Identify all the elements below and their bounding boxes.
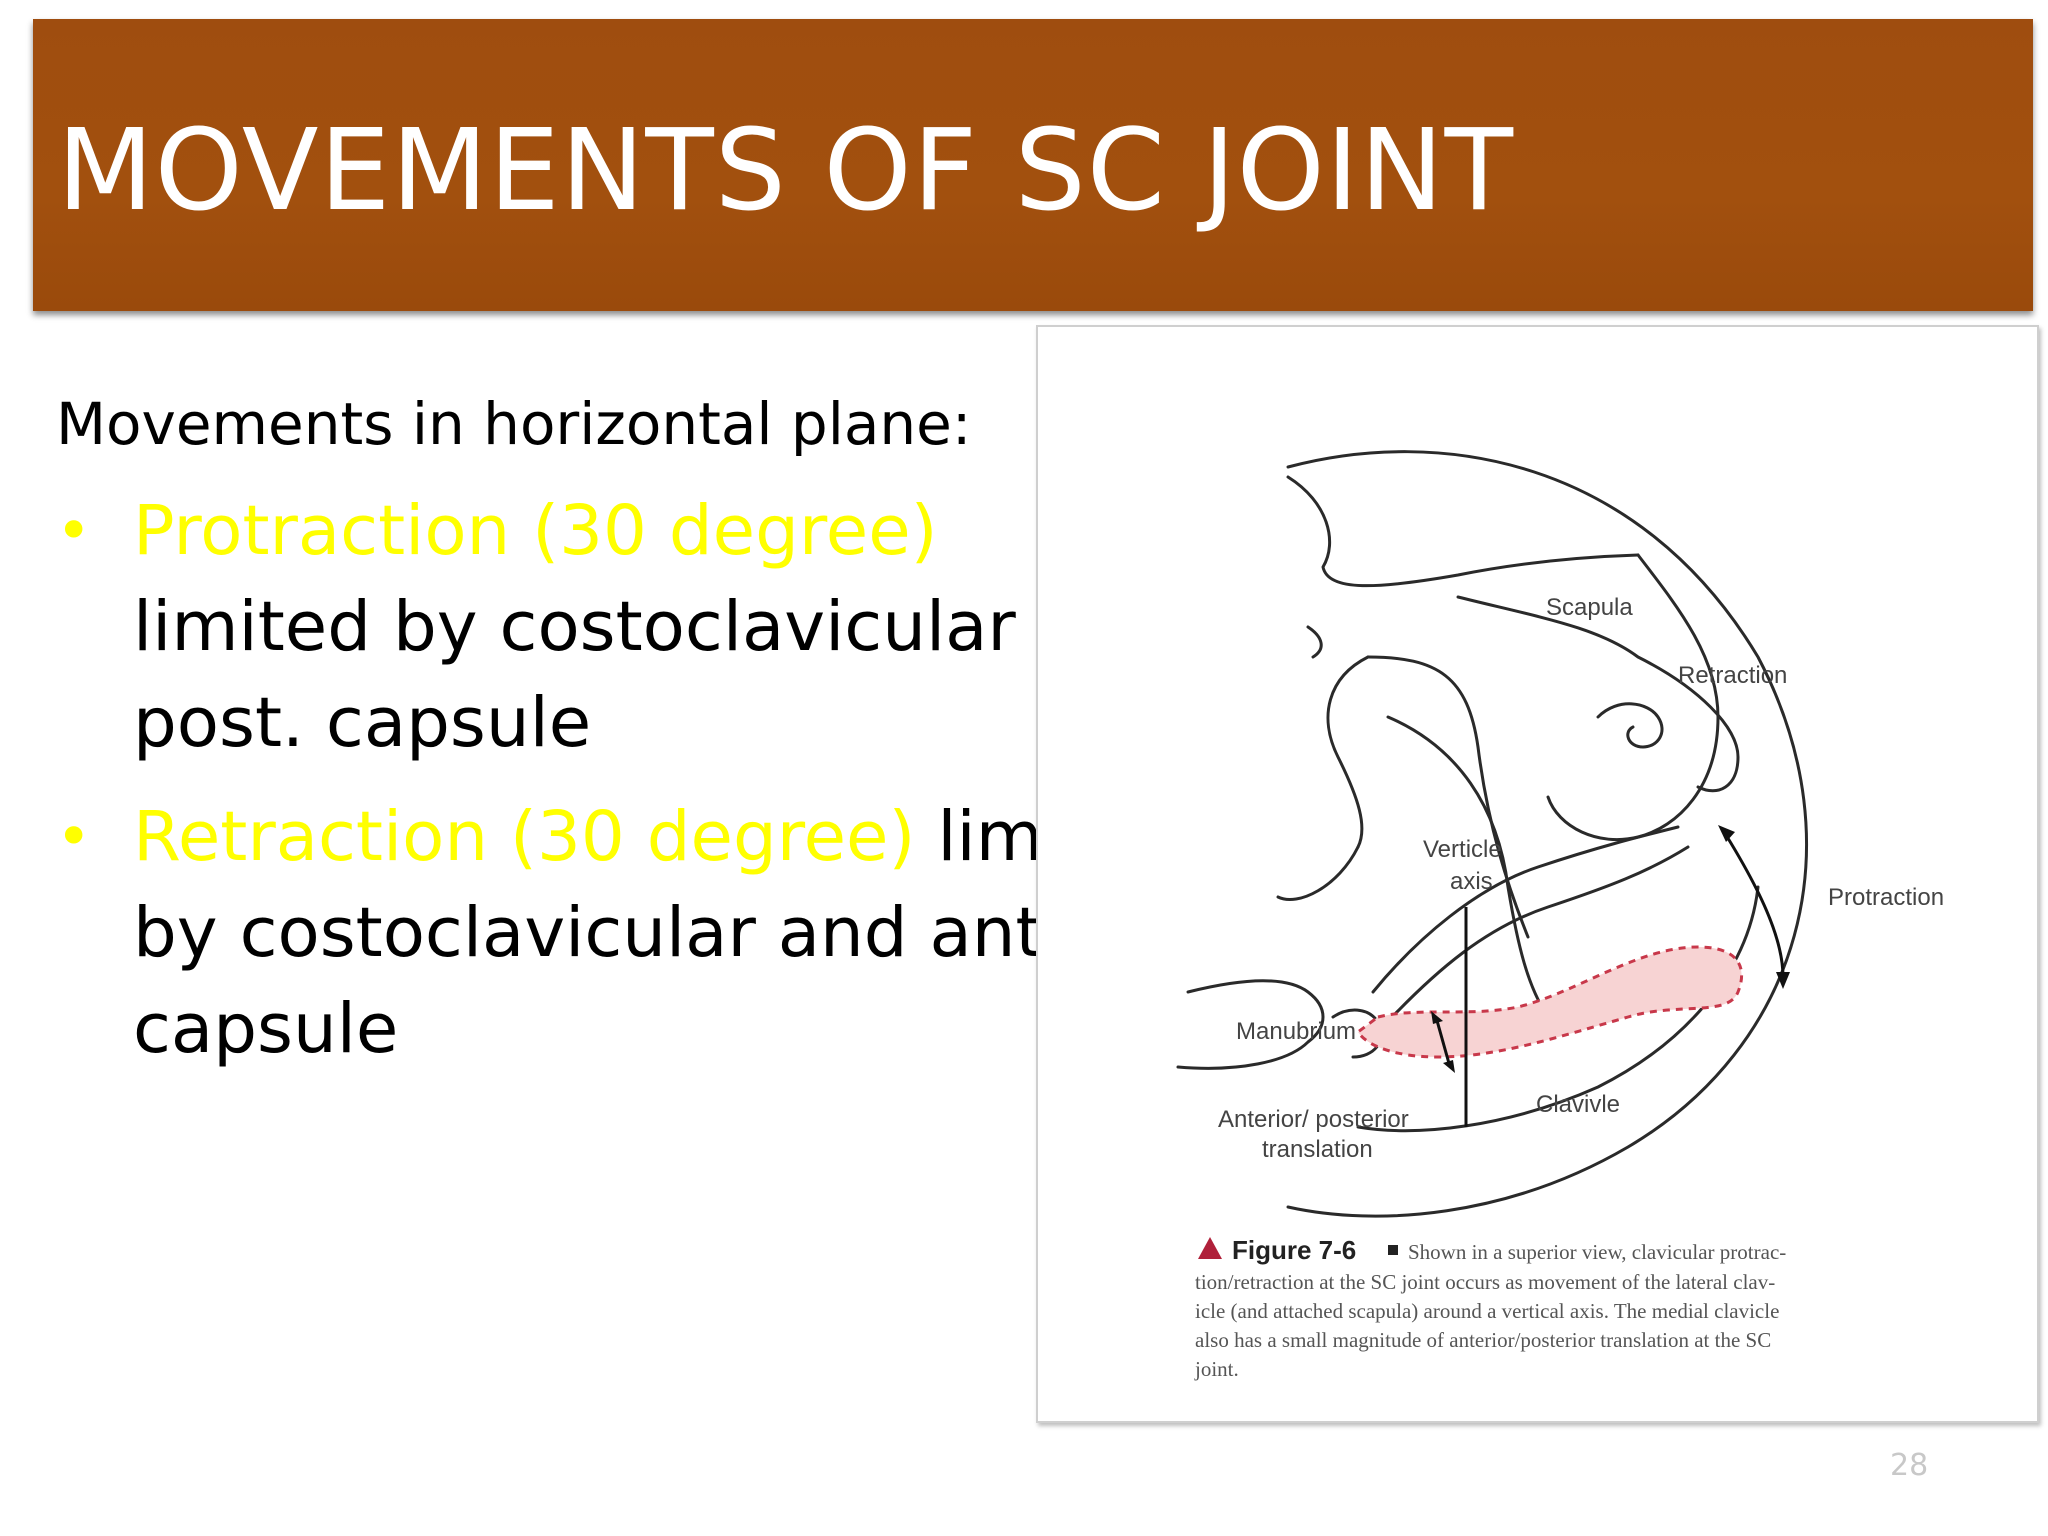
label-translation-1: Anterior/ posterior	[1218, 1106, 1409, 1133]
label-manubrium: Manubrium	[1236, 1018, 1356, 1045]
manubrium-outline	[1176, 979, 1325, 1070]
retraction-line-1: by costoclavicular and ant.	[133, 893, 1046, 973]
clavicle-upper-line	[1371, 825, 1680, 994]
label-protraction: Protraction	[1828, 884, 1944, 911]
label-clavicle: Clavivle	[1536, 1091, 1620, 1118]
bullet-dot-icon: •	[56, 496, 92, 566]
caption-line-3: icle (and attached scapula) around a ver…	[1195, 1299, 1779, 1323]
caption-square-icon	[1388, 1245, 1398, 1255]
figure-image: Scapula Retraction Protraction Verticle …	[1036, 325, 2039, 1423]
scapula-upper-edge	[1286, 475, 1640, 588]
scapula-body-arc	[1386, 715, 1550, 1019]
title-bar: MOVEMENTS OF SC JOINT	[33, 19, 2033, 311]
acromion-outline	[1456, 595, 1740, 793]
label-scapula: Scapula	[1546, 594, 1633, 621]
slide-text: Movements in horizontal plane: • Protrac…	[56, 380, 1046, 1100]
label-verticle: Verticle	[1423, 836, 1502, 863]
retraction-line-2: capsule	[133, 989, 399, 1069]
protraction-line-2: post. capsule	[133, 683, 592, 763]
clavicle-dashed-outline	[1355, 945, 1744, 1059]
rib-curve-1	[1276, 845, 1360, 902]
retraction-highlight: Retraction (30 degree)	[133, 797, 916, 877]
caption-triangle-icon	[1198, 1237, 1222, 1259]
label-axis: axis	[1450, 868, 1493, 895]
protraction-line-1: limited by costoclavicular and	[133, 587, 1046, 667]
protraction-highlight: Protraction (30 degree)	[133, 491, 938, 571]
caption-line-1: Shown in a superior view, clavicular pro…	[1408, 1240, 1786, 1264]
coracoid	[1306, 625, 1323, 659]
scapula-inner-curve	[1546, 553, 1720, 842]
caption-line-4: also has a small magnitude of anterior/p…	[1195, 1328, 1771, 1352]
translation-arrowhead-bottom	[1443, 1060, 1455, 1073]
label-retraction: Retraction	[1678, 662, 1787, 689]
translation-arrowhead-top	[1431, 1011, 1443, 1024]
caption-figure-number: Figure 7-6	[1232, 1235, 1356, 1265]
bullet-dot-icon: •	[56, 802, 92, 872]
slide-number: 28	[1890, 1448, 1929, 1483]
retraction-line-rest: limited	[937, 797, 1046, 877]
rib-inner	[1326, 655, 1370, 849]
translation-arrow	[1434, 1016, 1452, 1068]
label-translation-2: translation	[1262, 1136, 1373, 1163]
slide-title: MOVEMENTS OF SC JOINT	[57, 106, 1514, 236]
glenoid-shape	[1596, 702, 1664, 749]
caption-line-5: joint.	[1194, 1357, 1239, 1381]
sc-joint-diagram: Scapula Retraction Protraction Verticle …	[1176, 450, 1944, 1381]
scapula-lateral-edge	[1366, 655, 1530, 939]
subheading: Movements in horizontal plane:	[56, 390, 972, 458]
outer-scapula-outline	[1286, 450, 1808, 1218]
clavicle-lower-line	[1376, 845, 1690, 1034]
caption-line-2: tion/retraction at the SC joint occurs a…	[1195, 1270, 1775, 1294]
arc-arrowhead-bottom	[1776, 972, 1790, 989]
protraction-retraction-arc	[1724, 834, 1785, 978]
arc-arrowhead-top	[1718, 825, 1735, 842]
